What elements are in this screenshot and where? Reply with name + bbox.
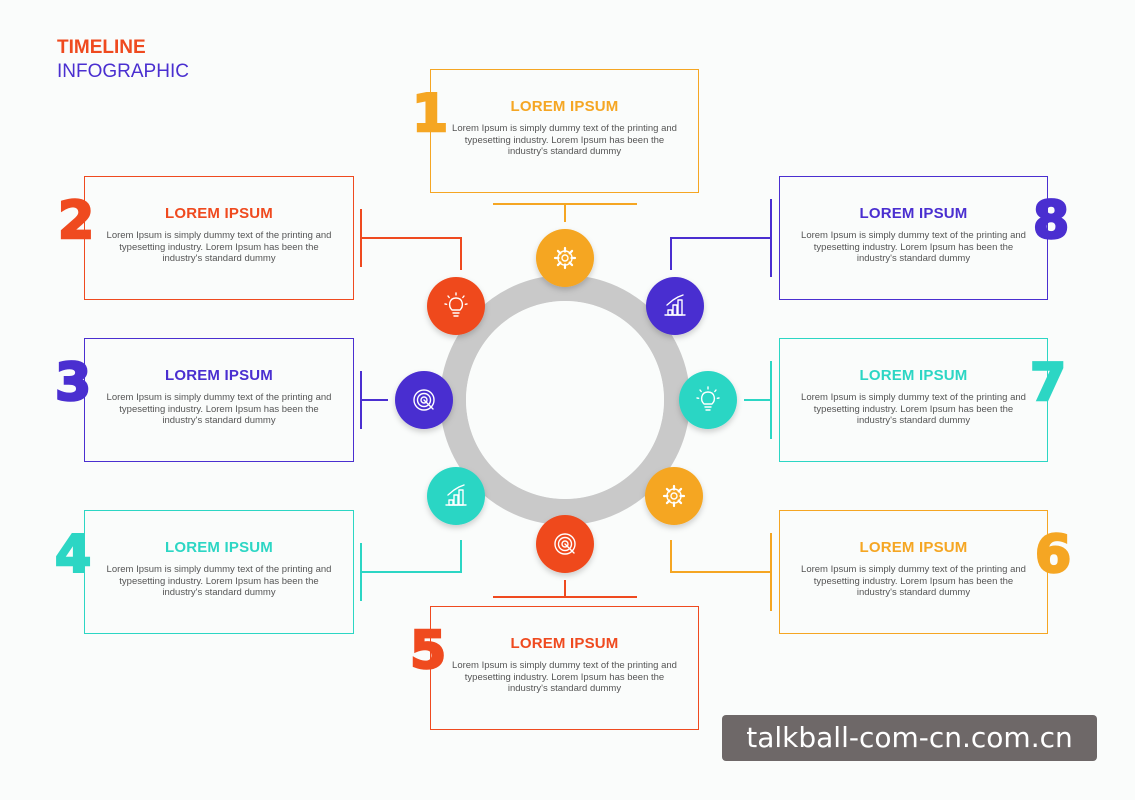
step-number-8: 8	[1032, 191, 1071, 251]
step-body-7: Lorem Ipsum is simply dummy text of the …	[801, 392, 1026, 426]
step-number-2: 2	[57, 191, 96, 251]
step-node-circle-6	[645, 467, 703, 525]
step-node-2	[427, 277, 485, 335]
step-body-6: Lorem Ipsum is simply dummy text of the …	[801, 564, 1026, 598]
title-line-1: TIMELINE	[57, 37, 146, 58]
step-number-3: 3	[54, 353, 93, 413]
step-card-1: LOREM IPSUM Lorem Ipsum is simply dummy …	[430, 69, 699, 193]
step-number-6: 6	[1034, 525, 1073, 585]
connectors	[360, 199, 772, 611]
step-number-5: 5	[409, 621, 448, 681]
step-number-7: 7	[1029, 353, 1068, 413]
step-node-5	[536, 515, 594, 573]
step-card-5: LOREM IPSUM Lorem Ipsum is simply dummy …	[430, 606, 699, 730]
connector-4	[361, 540, 462, 573]
step-node-circle-7	[679, 371, 737, 429]
step-title-1: LOREM IPSUM	[510, 98, 619, 115]
step-title-7: LOREM IPSUM	[859, 367, 968, 384]
connector-5	[493, 580, 637, 598]
step-body-5: Lorem Ipsum is simply dummy text of the …	[452, 660, 677, 694]
step-card-3: LOREM IPSUM Lorem Ipsum is simply dummy …	[84, 338, 354, 462]
step-card-7: LOREM IPSUM Lorem Ipsum is simply dummy …	[779, 338, 1048, 462]
watermark: talkball-com-cn.com.cn	[722, 715, 1097, 761]
step-title-5: LOREM IPSUM	[510, 635, 619, 652]
step-title-2: LOREM IPSUM	[164, 205, 274, 222]
step-node-circle-4	[427, 467, 485, 525]
step-card-6: LOREM IPSUM Lorem Ipsum is simply dummy …	[779, 510, 1048, 634]
title-line-2: INFOGRAPHIC	[57, 61, 189, 82]
step-body-8: Lorem Ipsum is simply dummy text of the …	[801, 230, 1026, 264]
step-body-1: Lorem Ipsum is simply dummy text of the …	[452, 123, 677, 157]
lightbulb-icon	[696, 386, 720, 411]
step-node-circle-2	[427, 277, 485, 335]
step-node-7	[679, 371, 737, 429]
step-node-6	[645, 467, 703, 525]
connector-2	[361, 237, 462, 270]
step-node-8	[646, 277, 704, 335]
step-node-4	[427, 467, 485, 525]
step-title-4: LOREM IPSUM	[164, 539, 274, 556]
step-node-circle-8	[646, 277, 704, 335]
step-title-6: LOREM IPSUM	[859, 539, 968, 556]
lightbulb-icon	[444, 292, 468, 317]
target-icon	[554, 533, 576, 555]
step-node-1	[536, 229, 594, 287]
step-body-4: Lorem Ipsum is simply dummy text of the …	[106, 564, 332, 598]
bar-chart-icon	[664, 294, 686, 316]
connector-1	[493, 203, 637, 222]
step-card-8: LOREM IPSUM Lorem Ipsum is simply dummy …	[779, 176, 1048, 300]
bar-chart-icon	[445, 484, 467, 506]
step-card-2: LOREM IPSUM Lorem Ipsum is simply dummy …	[84, 176, 354, 300]
step-node-3	[395, 371, 453, 429]
step-number-1: 1	[411, 84, 450, 144]
gear-icon	[553, 246, 577, 270]
step-node-circle-1	[536, 229, 594, 287]
target-icon	[413, 389, 435, 411]
gear-icon	[662, 484, 686, 508]
step-body-3: Lorem Ipsum is simply dummy text of the …	[106, 392, 332, 426]
nodes	[395, 229, 737, 573]
central-ring-inner	[466, 301, 664, 499]
step-card-4: LOREM IPSUM Lorem Ipsum is simply dummy …	[84, 510, 354, 634]
infographic-header: TIMELINE INFOGRAPHIC	[57, 36, 189, 84]
step-number-4: 4	[54, 525, 93, 585]
connector-6	[670, 540, 771, 573]
step-body-2: Lorem Ipsum is simply dummy text of the …	[106, 230, 332, 264]
step-title-3: LOREM IPSUM	[164, 367, 274, 384]
step-title-8: LOREM IPSUM	[859, 205, 968, 222]
connector-8	[670, 237, 771, 270]
